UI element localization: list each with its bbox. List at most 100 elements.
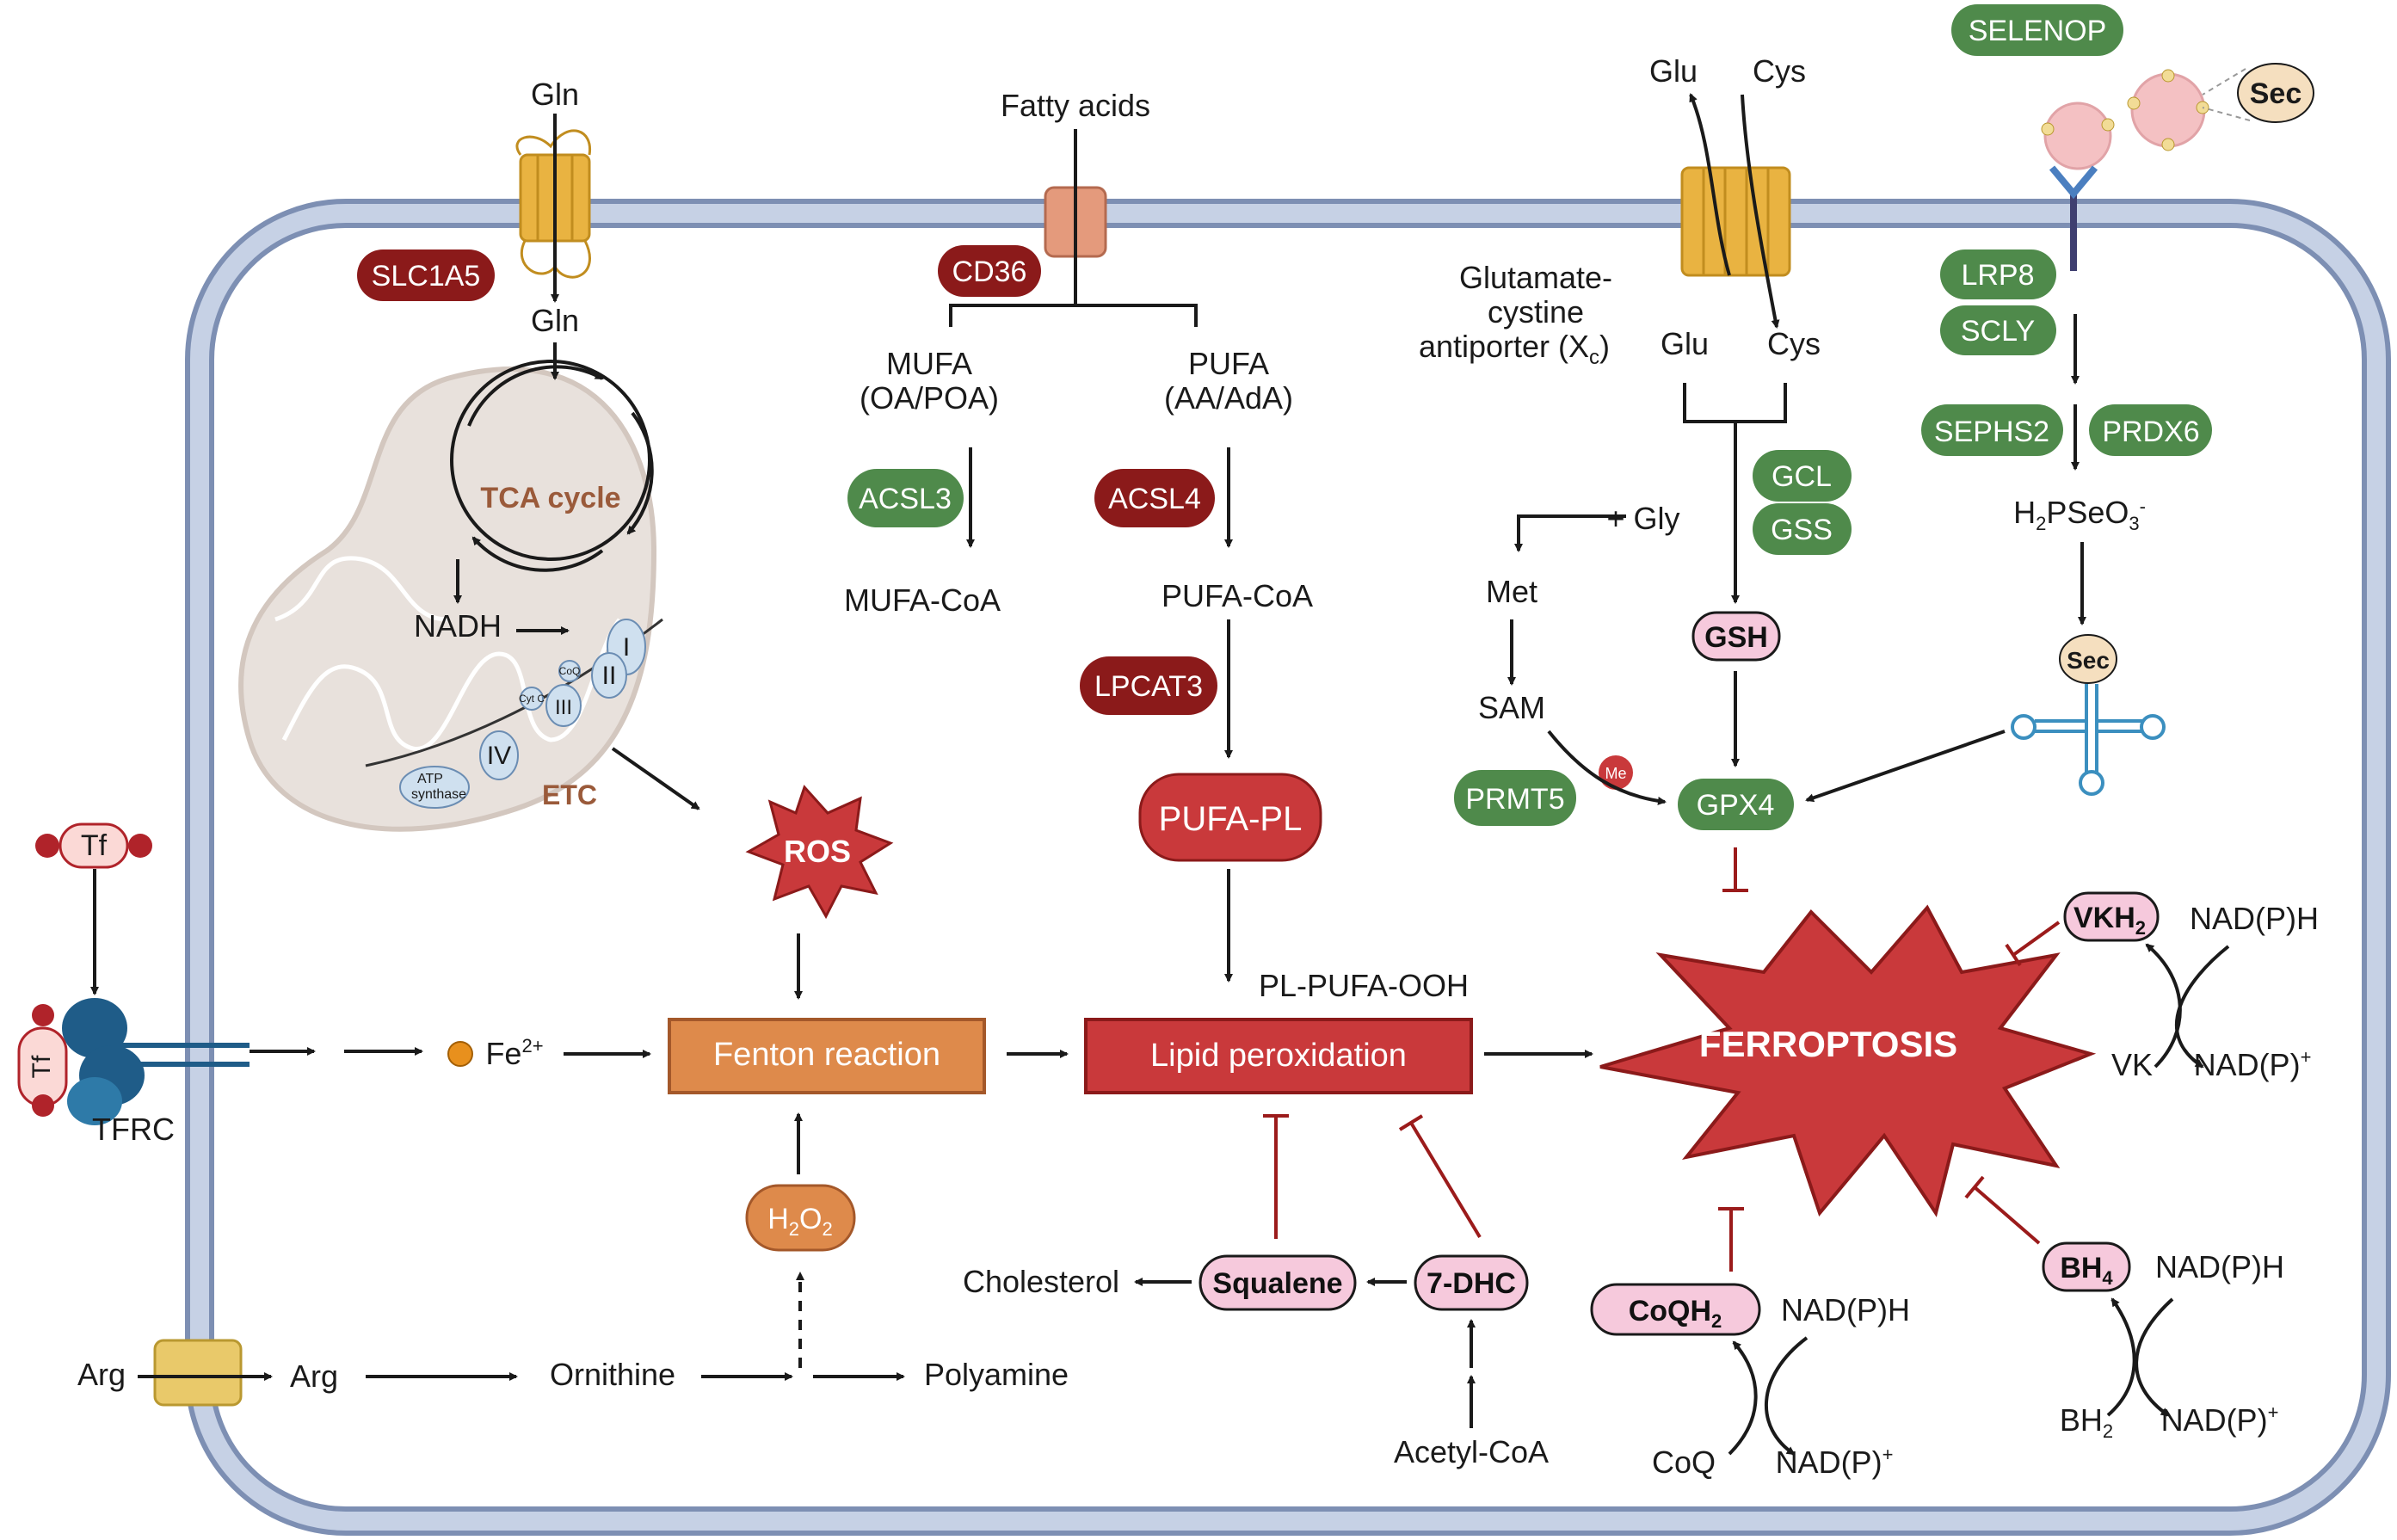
prdx6-badge (2089, 404, 2212, 456)
prdx6-label: PRDX6 (2102, 416, 2199, 448)
slc1a5-label: SLC1A5 (372, 260, 481, 293)
ferroptosis-label: FERROPTOSIS (1699, 1024, 1957, 1064)
inhibition-markers (1263, 847, 2061, 1272)
gln-inside-label: Gln (531, 303, 579, 338)
scly-badge (1940, 305, 2056, 355)
gpx4-badge (1678, 779, 1794, 830)
etc-label: ETC (542, 779, 597, 810)
mufa-coa-label: MUFA-CoA (844, 582, 1001, 618)
pufa-pl-label: PUFA-PL (1159, 800, 1303, 838)
atp-label-2: synthase (411, 787, 466, 802)
vkh2-label: VKH2 (2073, 902, 2146, 939)
cys-inside-label: Cys (1767, 326, 1821, 361)
gln-outside-label: Gln (531, 77, 579, 112)
bh-nadp-label: NAD(P)+ (2161, 1401, 2279, 1438)
cd36-label: CD36 (952, 256, 1027, 288)
nadh-label: NADH (414, 608, 502, 644)
tf-bound-label: Tf (28, 1055, 56, 1078)
ros-burst-icon (745, 785, 894, 920)
coqh2-label: CoQH2 (1629, 1295, 1722, 1332)
lipid-peroxidation-label: Lipid peroxidation (1150, 1038, 1407, 1074)
gsh-label: GSH (1704, 621, 1768, 654)
sephs2-badge (1921, 404, 2063, 456)
acsl4-label: ACSL4 (1108, 483, 1201, 515)
7dhc-badge (1414, 1254, 1529, 1311)
trna-icon (2011, 684, 2166, 796)
bh4-label: BH4 (2060, 1252, 2113, 1289)
ferroptosis-burst-icon (1599, 904, 2097, 1217)
h2o2-label: H2O2 (767, 1203, 833, 1240)
h2o2-badge (745, 1184, 856, 1252)
bh4-badge (2042, 1241, 2131, 1292)
sec-top-badge (2237, 63, 2314, 123)
acetyl-coa-label: Acetyl-CoA (1394, 1434, 1549, 1469)
lrp8-receptor-icon (2049, 165, 2098, 271)
bh-nadph-label: NAD(P)H (2155, 1249, 2284, 1284)
tf-iron-right (128, 834, 152, 858)
tfrc-label: TFRC (92, 1112, 175, 1147)
complex-iv (479, 730, 519, 780)
met-label: Met (1486, 574, 1537, 609)
tfrc-receptor-icon (62, 998, 250, 1125)
gsh-badge (1691, 611, 1781, 662)
ros-label: ROS (784, 834, 851, 869)
coq-label: CoQ (1652, 1445, 1716, 1480)
acsl4-badge (1094, 469, 1215, 527)
atp-synthase (399, 766, 470, 809)
atp-label-1: ATP (417, 772, 443, 786)
selenop-badge (1951, 4, 2123, 56)
7dhc-label: 7-DHC (1426, 1267, 1516, 1300)
mufa-label: MUFA (886, 346, 972, 381)
xc-label-line1: Glutamate- (1459, 260, 1612, 295)
gcl-badge (1753, 450, 1852, 502)
pufa-coa-label: PUFA-CoA (1162, 578, 1313, 613)
tf-bound-iron-top (32, 1004, 54, 1026)
methyl-group-icon (1599, 755, 1633, 790)
bh2-label: BH2 (2060, 1402, 2113, 1442)
prmt5-badge (1454, 770, 1576, 826)
pufa-label: PUFA (1188, 346, 1269, 381)
acsl3-badge (847, 469, 964, 527)
complex-i-label: I (623, 633, 630, 662)
system-xc-transporter-icon (1680, 166, 1791, 277)
prmt5-label: PRMT5 (1465, 783, 1564, 816)
h2pseo3-label: H2PSeO3- (2013, 495, 2146, 534)
gpx4-label: GPX4 (1697, 789, 1775, 822)
sec-top-label: Sec (2250, 77, 2302, 110)
arg-outside-label: Arg (77, 1357, 126, 1392)
selenop-protein-icon (2041, 69, 2209, 170)
fe-icon (447, 1041, 473, 1067)
cys-outside-label: Cys (1753, 53, 1806, 89)
sec-trna-label: Sec (2067, 647, 2110, 674)
sephs2-label: SEPHS2 (1934, 416, 2049, 448)
squalene-badge (1198, 1254, 1357, 1311)
coq-mito-label: CoQ (559, 665, 581, 677)
cholesterol-label: Cholesterol (963, 1264, 1119, 1299)
vk-label: VK (2111, 1047, 2153, 1082)
selenop-label: SELENOP (1969, 15, 2107, 47)
tf-iron-left (35, 834, 59, 858)
coqh2-badge (1590, 1283, 1761, 1336)
complex-ii-label: II (602, 662, 617, 690)
vk-nadp-label: NAD(P)+ (2194, 1046, 2312, 1082)
xc-label-line2: cystine (1488, 294, 1584, 330)
glu-inside-label: Glu (1661, 326, 1709, 361)
lrp8-badge (1940, 249, 2056, 299)
cd36-badge (938, 245, 1041, 297)
ornithine-label: Ornithine (550, 1357, 675, 1392)
pufa-sub-label: (AA/AdA) (1164, 380, 1293, 416)
gcl-label: GCL (1772, 460, 1832, 493)
lipid-peroxidation-box (1084, 1018, 1473, 1094)
pufa-pl-box (1138, 773, 1322, 862)
polyamine-label: Polyamine (924, 1357, 1069, 1392)
fenton-reaction-box (668, 1018, 986, 1094)
tf-badge (59, 822, 129, 869)
etc-complexes (399, 619, 646, 809)
xc-label-line3: antiporter (Xc) (1419, 329, 1610, 369)
methyl-label: Me (1605, 765, 1626, 782)
complex-ii (591, 652, 627, 699)
arg-inside-label: Arg (290, 1358, 338, 1394)
tf-bound-iron-bottom (32, 1094, 54, 1117)
lpcat3-label: LPCAT3 (1094, 670, 1203, 703)
lrp8-label: LRP8 (1961, 259, 2034, 292)
